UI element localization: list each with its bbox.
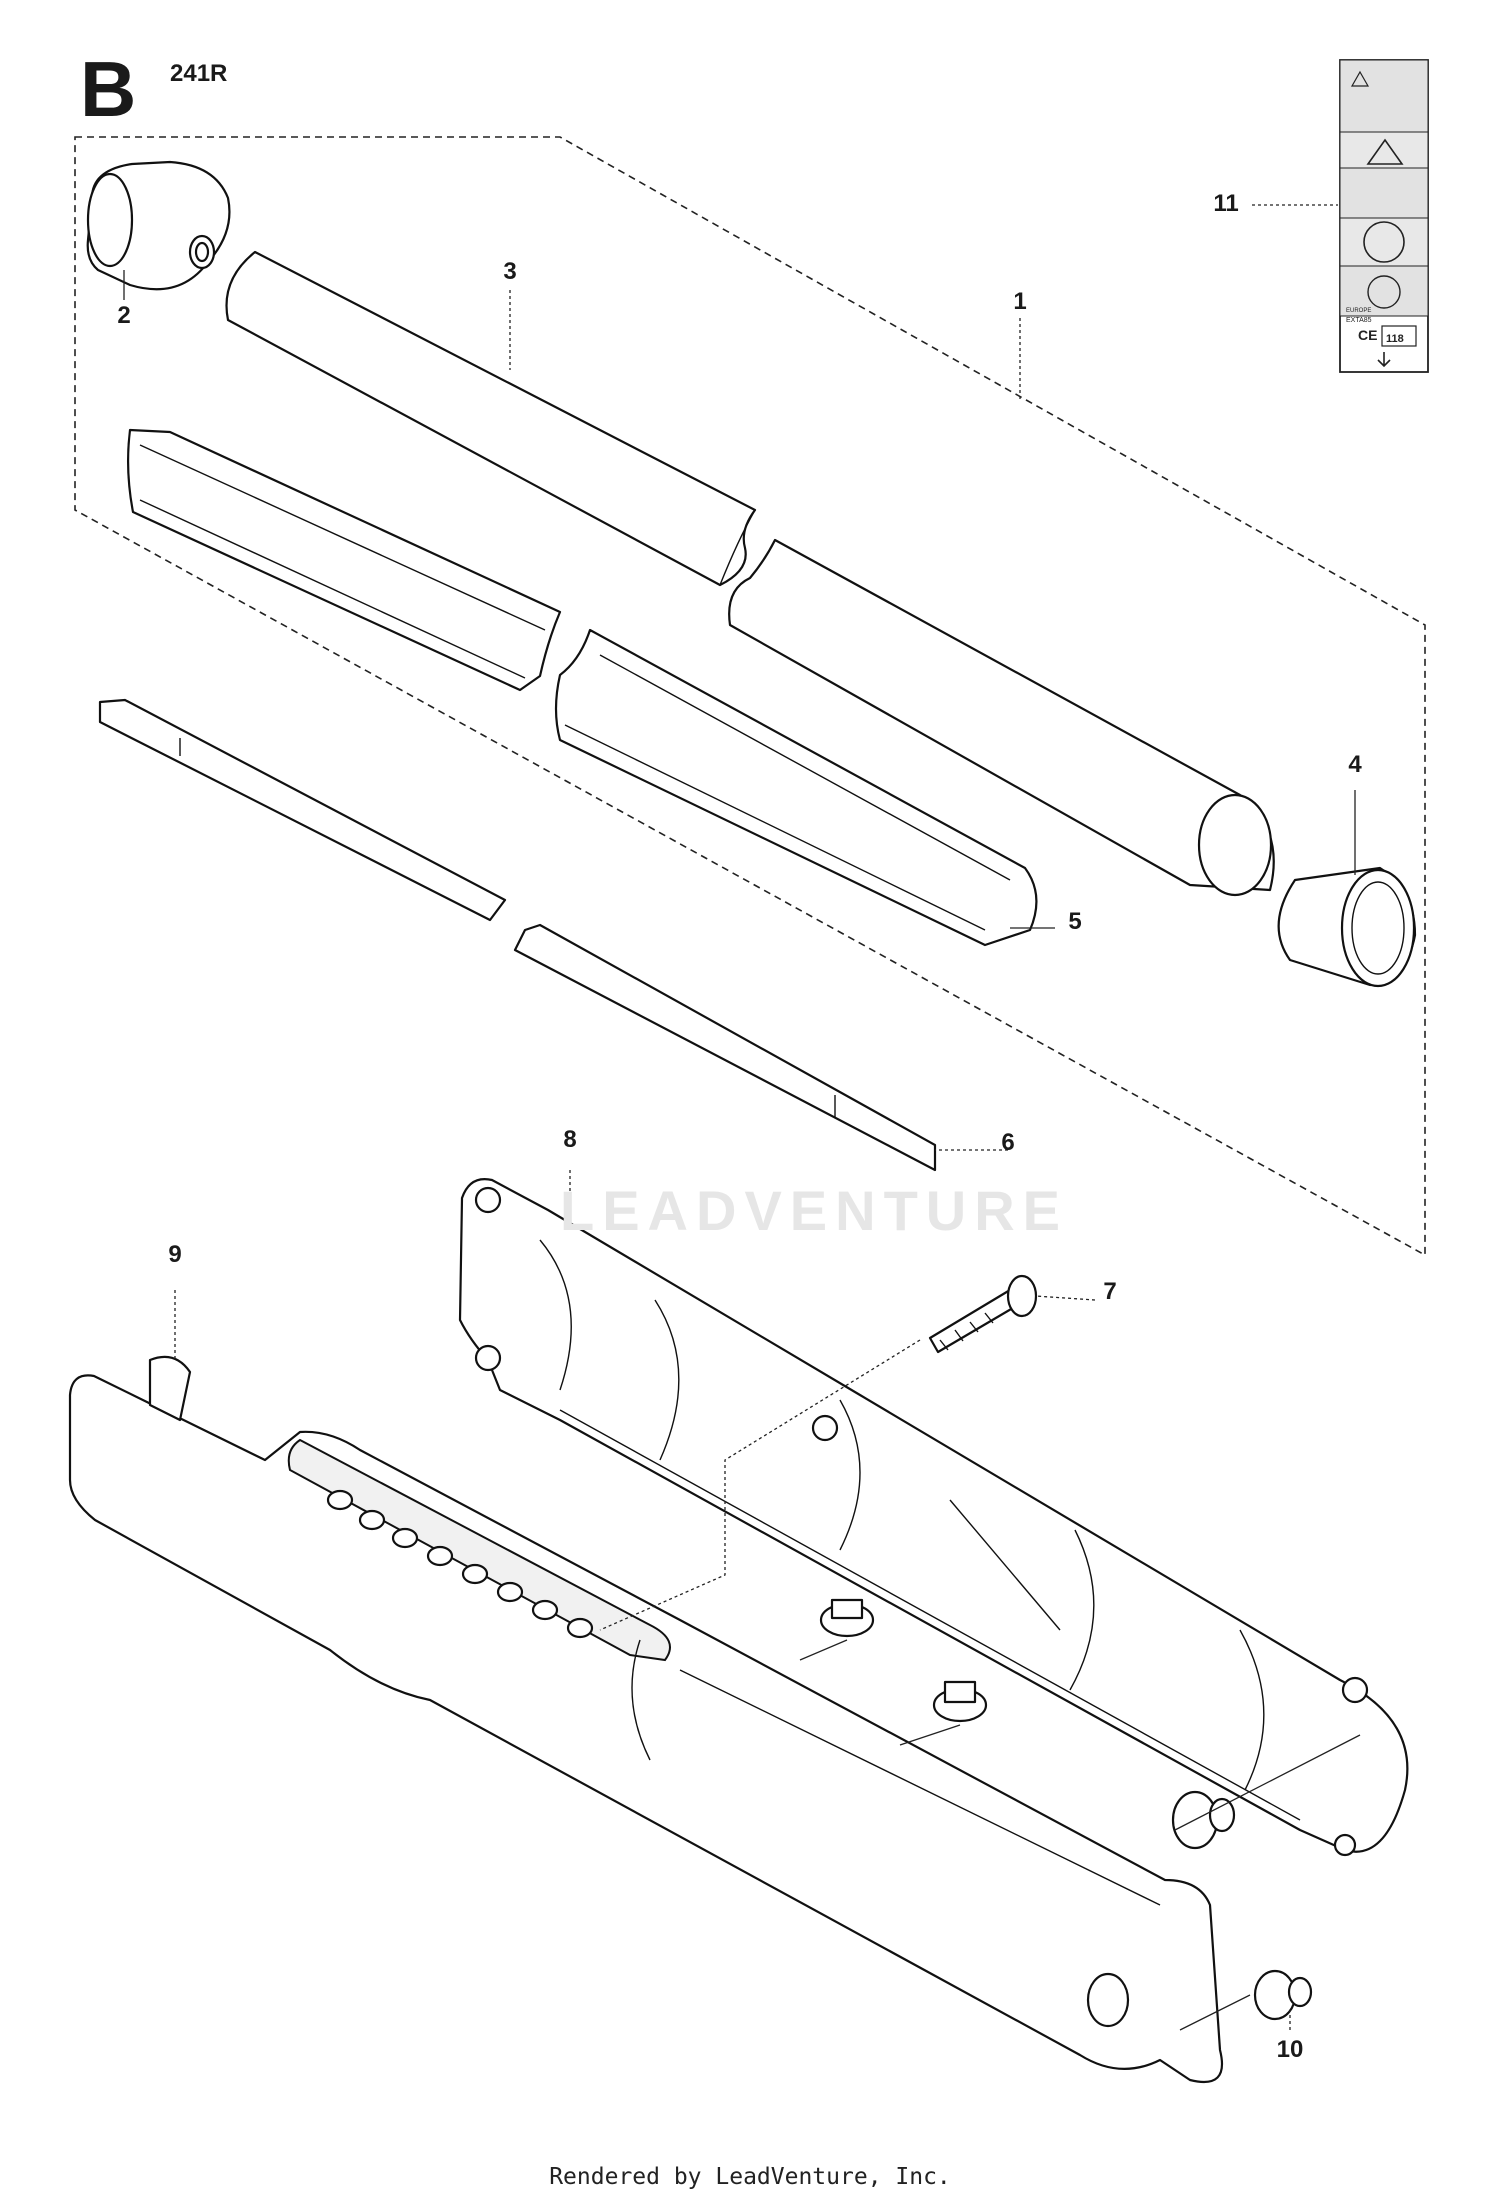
- decal-code: EXTA85: [1346, 317, 1372, 324]
- kit-boundary: [74, 136, 1426, 1257]
- callout-11: 11: [1213, 190, 1239, 217]
- part-drive-shaft-6-lower: [513, 923, 937, 1172]
- part-screw-7: [928, 1274, 1038, 1354]
- part-liner-5-upper: [126, 428, 562, 692]
- model-number: 241R: [170, 60, 228, 87]
- callout-2: 2: [117, 302, 131, 329]
- part-end-cap-2: [86, 160, 231, 291]
- callout-8: 8: [563, 1126, 577, 1153]
- part-handle-upper-8: [458, 1178, 1409, 1857]
- part-liner-5-lower: [554, 628, 1038, 947]
- callout-6: 6: [1001, 1129, 1015, 1156]
- part-drive-shaft-6-upper: [98, 698, 507, 922]
- part-tube-3-lower: [728, 538, 1275, 897]
- part-handle-lower-9: [68, 1355, 1224, 2084]
- leader-lines: [123, 204, 1361, 2031]
- callout-4: 4: [1348, 751, 1362, 778]
- callout-5: 5: [1068, 908, 1082, 935]
- callout-3: 3: [503, 258, 517, 285]
- footer-credit: Rendered by LeadVenture, Inc.: [549, 2164, 951, 2190]
- watermark-text: LEADVENTURE: [560, 1179, 1069, 1242]
- ce-mark: CE: [1358, 327, 1377, 343]
- callout-9: 9: [168, 1241, 182, 1268]
- sound-level: 118: [1386, 333, 1404, 345]
- part-tube-3-upper: [225, 250, 757, 587]
- decal-region: EUROPE: [1346, 308, 1371, 314]
- section-letter: B: [80, 45, 137, 133]
- part-warning-decal-11: CE 118 EXTA85 EUROPE: [1339, 59, 1429, 373]
- callout-10: 10: [1276, 2036, 1304, 2063]
- callout-7: 7: [1103, 1278, 1117, 1305]
- part-end-cap-4: [1277, 866, 1417, 988]
- callout-1: 1: [1013, 288, 1027, 315]
